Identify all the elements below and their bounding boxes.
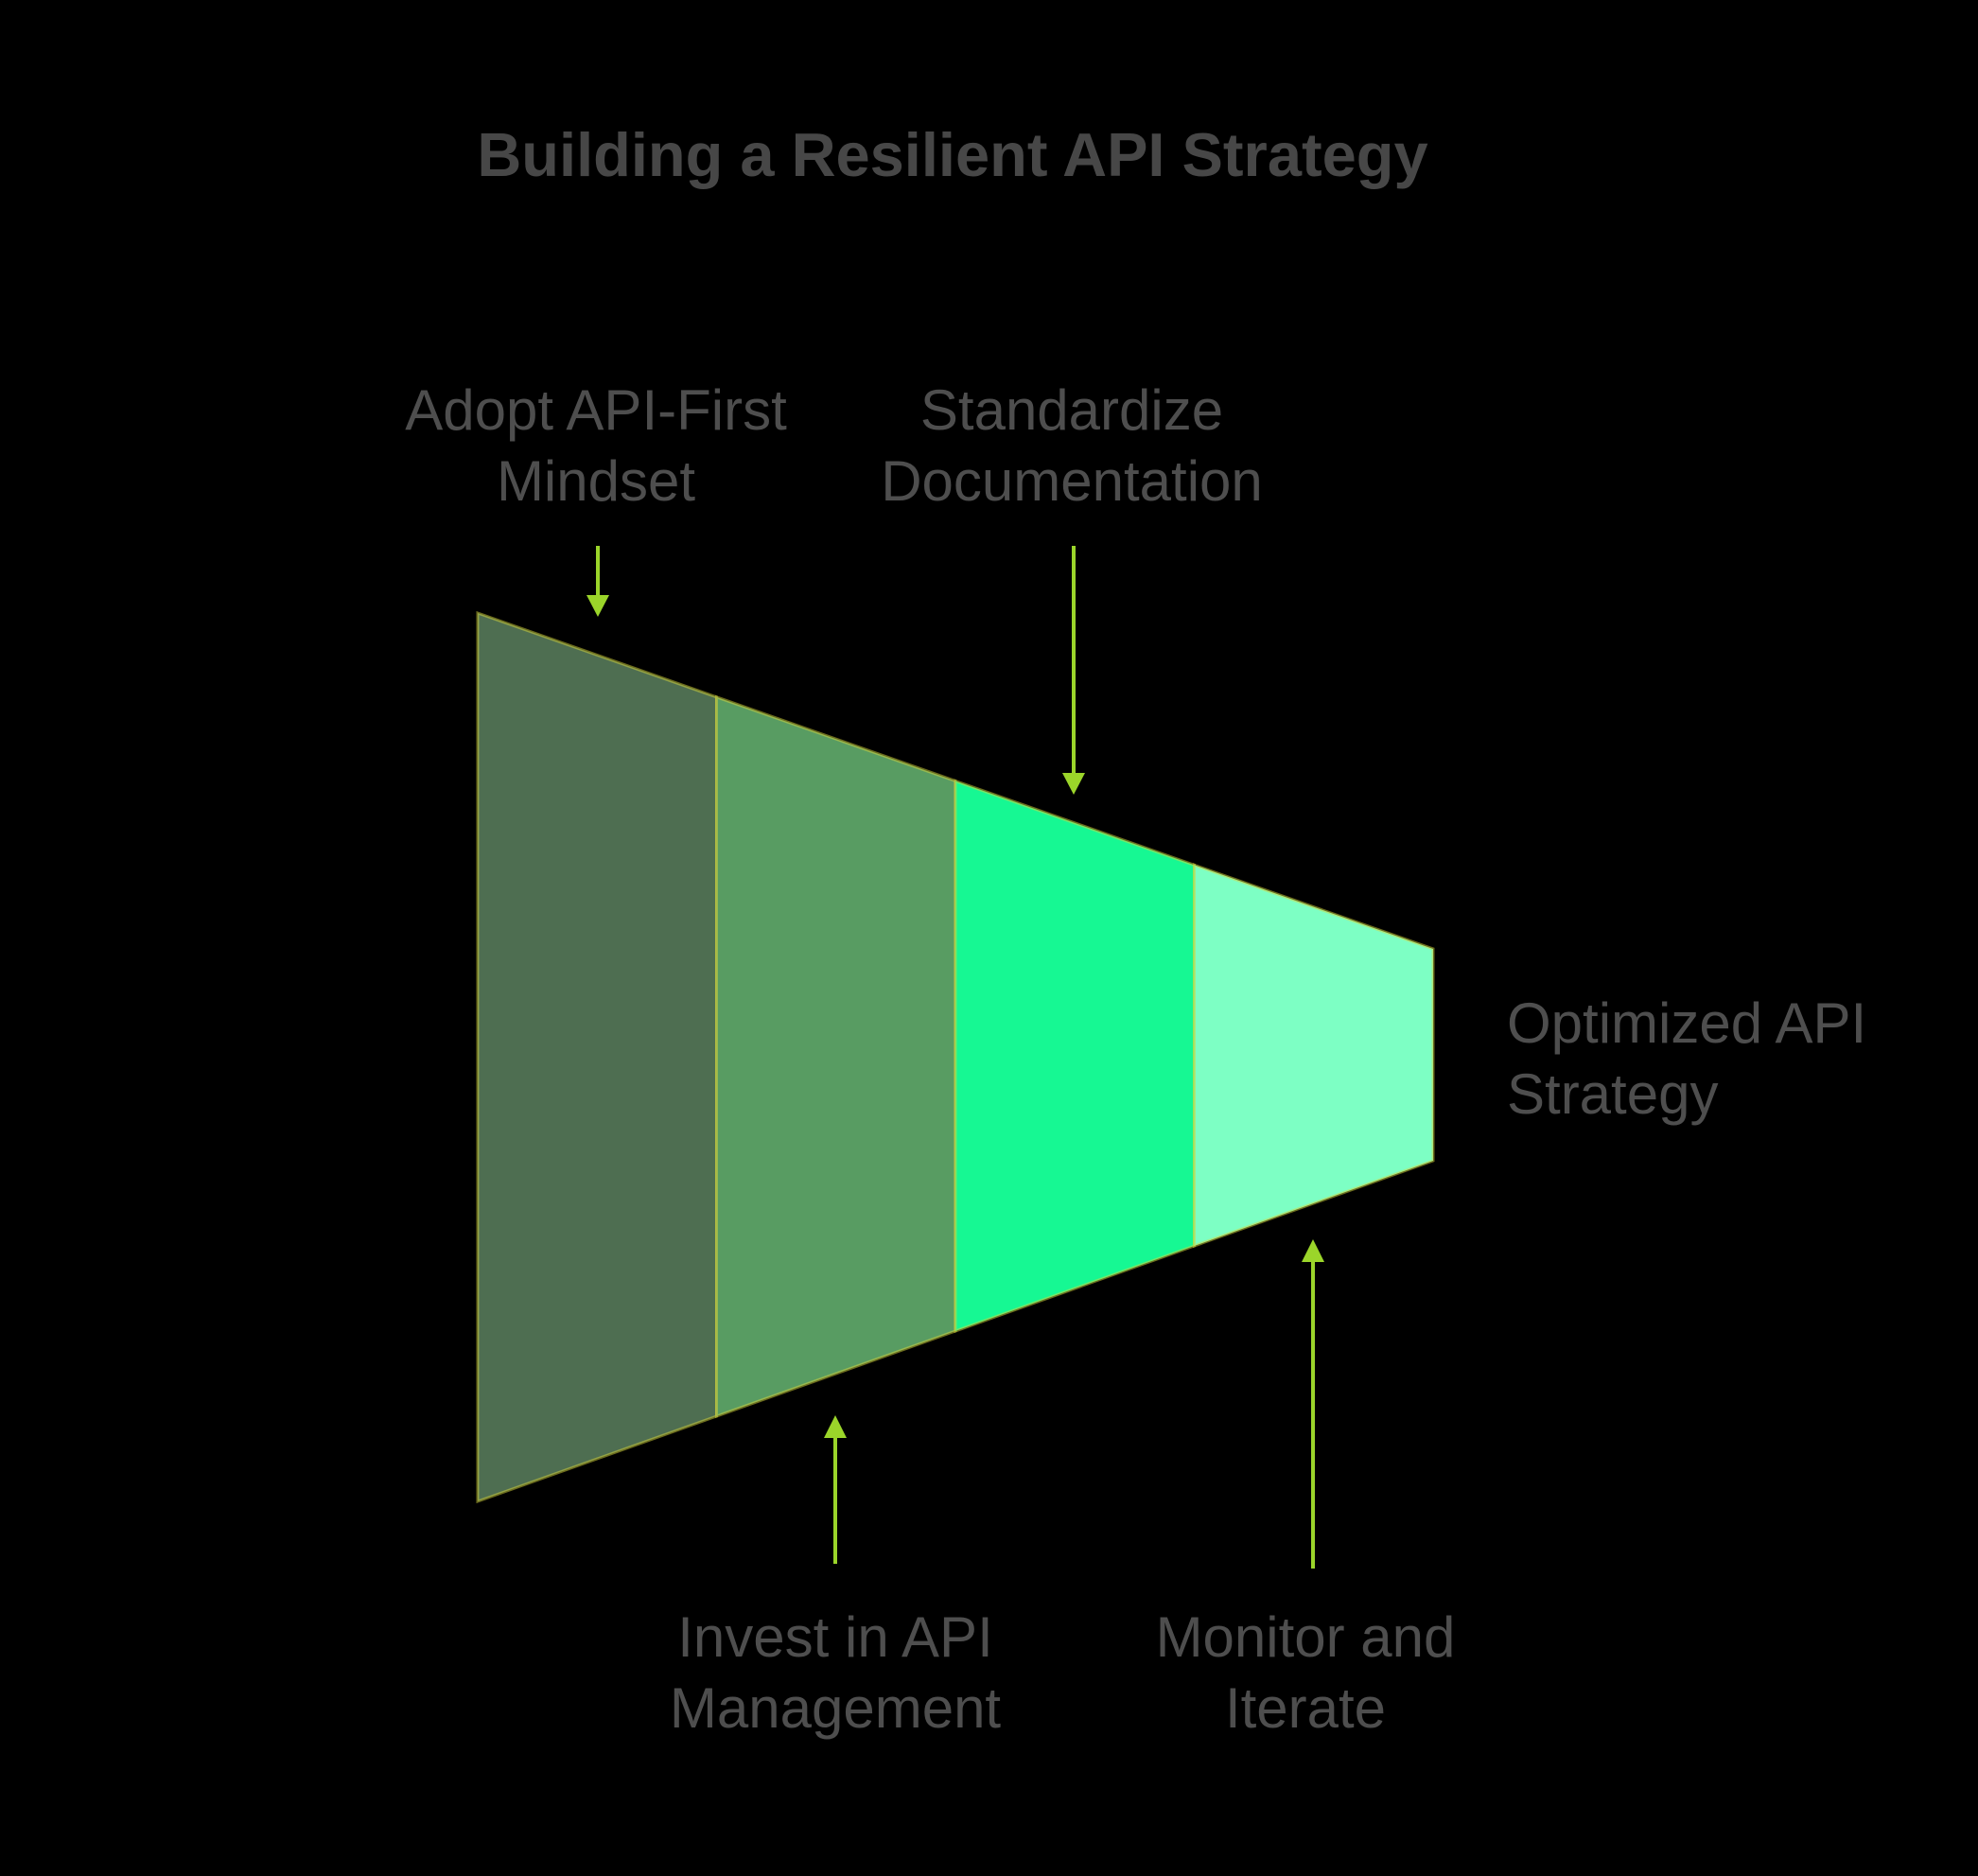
arrow-down-standardize-documentation <box>1062 546 1085 795</box>
label-line: Strategy <box>1507 1062 1719 1126</box>
label-line: Documentation <box>881 449 1263 513</box>
funnel-stage-adopt-api-first <box>476 610 718 1504</box>
label-line: Invest in API <box>677 1605 993 1669</box>
label-monitor-iterate: Monitor and Iterate <box>1156 1602 1456 1744</box>
label-line: Iterate <box>1224 1676 1387 1740</box>
arrow-up-invest-api-management <box>824 1415 847 1564</box>
funnel-stage-monitor-iterate <box>1193 863 1435 1249</box>
label-line: Optimized API <box>1507 991 1867 1055</box>
label-line: Management <box>669 1676 1002 1740</box>
funnel-stage-standardize-documentation <box>715 694 957 1419</box>
chart-title: Building a Resilient API Strategy <box>477 120 1428 189</box>
funnel-stage-invest-api-management <box>954 779 1196 1334</box>
label-line: Monitor and <box>1155 1605 1456 1669</box>
label-adopt-api-first: Adopt API-First Mindset <box>405 375 786 517</box>
label-line: Adopt API-First <box>405 378 787 442</box>
arrow-down-adopt-api-first <box>586 546 609 617</box>
label-line: Mindset <box>496 449 696 513</box>
arrow-up-monitor-iterate <box>1302 1239 1324 1569</box>
label-line: Standardize <box>919 378 1224 442</box>
label-standardize-documentation: Standardize Documentation <box>881 375 1263 517</box>
label-invest-api-management: Invest in API Management <box>670 1602 1001 1744</box>
label-optimized-api-strategy: Optimized API Strategy <box>1507 988 1866 1130</box>
